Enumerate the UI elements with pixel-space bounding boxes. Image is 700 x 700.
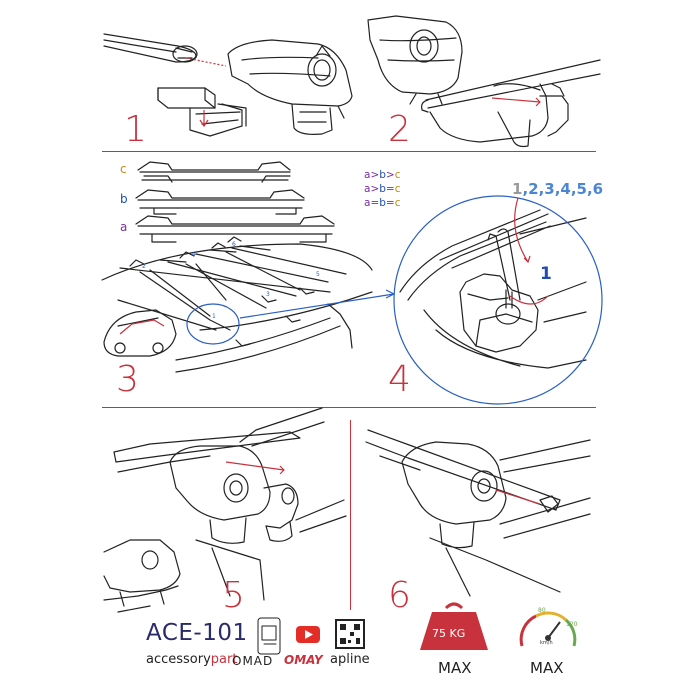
brand-prefix: accessory — [146, 652, 211, 667]
panel-1-adapter-block — [157, 87, 247, 137]
logo-omad: OMAD — [232, 654, 274, 668]
gauge-tick-80: 80 — [538, 607, 546, 614]
panel-3-bar-a — [135, 215, 335, 243]
step-number-1: 1 — [124, 109, 147, 150]
panel-3-car-roof — [101, 236, 373, 373]
divider-top — [102, 151, 596, 152]
step-number-2: 2 — [388, 109, 411, 150]
speedometer-icon — [519, 611, 577, 647]
panel-3-car-thumbnail — [103, 309, 177, 357]
panel-6-foot-lock — [365, 429, 591, 597]
divider-vertical-bottom — [350, 420, 351, 610]
gauge-tick-120: 120 — [566, 621, 578, 628]
position-number-6: 6 — [232, 241, 236, 248]
position-number-1: 1 — [212, 313, 216, 320]
divider-middle — [102, 407, 596, 408]
tightening-first: 1 — [512, 180, 523, 198]
panel-2-bar-illustration — [367, 15, 601, 148]
tightening-rest: ,2,3,4,5,6 — [522, 180, 604, 198]
position-number-2: 2 — [142, 263, 146, 270]
brand-suffix: part — [210, 652, 238, 667]
step-number-5: 5 — [222, 575, 245, 616]
bar-label-a: a — [120, 220, 128, 234]
rule-2: a>b=c — [364, 183, 401, 195]
phone-qr-icon — [257, 617, 281, 655]
rule-1: a>b>c — [364, 169, 401, 181]
position-number-3: 3 — [266, 291, 270, 298]
step-number-6: 6 — [388, 575, 411, 616]
position-number-5: 5 — [316, 271, 320, 278]
panel-1-bar-end-illustration — [103, 33, 198, 63]
bar-length-rules: a>b>c a>b=c a=b=c — [364, 168, 401, 210]
logo-apline: apline — [330, 652, 370, 667]
bar-label-c: c — [120, 162, 127, 176]
panel-5-foot-closeup — [113, 407, 347, 601]
bar-label-b: b — [120, 192, 128, 206]
weight-icon — [420, 602, 488, 650]
weight-max: MAX — [438, 659, 472, 677]
logo-omay: OMAY — [284, 653, 323, 667]
weight-value: 75 KG — [432, 627, 465, 640]
panel-1-foot-unit — [227, 39, 353, 135]
panel-3-bar-c — [137, 161, 291, 183]
speed-unit: km/h — [540, 640, 553, 646]
callout-number: 1 — [540, 264, 552, 284]
step-number-4: 4 — [388, 359, 411, 400]
step-number-3: 3 — [116, 359, 139, 400]
rule-3: a=b=c — [364, 197, 401, 209]
panel-5-inset — [103, 539, 181, 613]
youtube-icon — [296, 626, 320, 643]
position-number-4: 4 — [192, 251, 196, 258]
qr-code-icon — [335, 619, 365, 649]
panel-3-bar-b — [135, 189, 305, 215]
speed-max: MAX — [530, 659, 564, 677]
panel-4-zoom-detail — [399, 209, 587, 369]
model-number: ACE-101 — [146, 620, 248, 646]
tightening-order: 1,2,3,4,5,6 — [512, 180, 603, 198]
brand-name: accessorypart — [146, 652, 237, 667]
